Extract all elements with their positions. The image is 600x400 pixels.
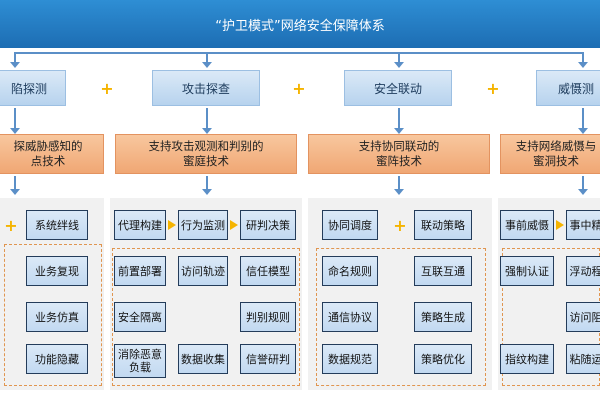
node-front-deployment: 前置部署 (114, 256, 166, 286)
right-arrow-icon (230, 220, 238, 230)
plus-icon: + (4, 215, 18, 235)
down-arrow-icon (10, 62, 20, 68)
node-eliminate-payload: 消除恶意 负载 (114, 344, 166, 378)
node-trust-model: 信任模型 (240, 256, 296, 286)
down-arrow-icon (394, 62, 404, 68)
node-sticky-tracking: 粘随运 (566, 344, 600, 374)
page-title: “护卫模式”网络安全保障体系 (215, 18, 385, 34)
node-business-simulation: 业务仿真 (26, 302, 88, 332)
arrow-shaft (582, 52, 584, 62)
plus-icon: + (486, 78, 500, 98)
node-fingerprint-build: 指纹构建 (500, 344, 554, 374)
down-arrow-icon (578, 128, 588, 134)
arrow-shaft (398, 52, 400, 62)
arrow-shaft (582, 108, 584, 130)
arrow-shaft (582, 176, 584, 190)
right-arrow-icon (556, 220, 564, 230)
node-strategy-generation: 策略生成 (414, 302, 472, 332)
capability-box-security-linkage: 安全联动 (344, 70, 452, 106)
node-function-hiding: 功能隐藏 (26, 344, 88, 374)
node-interconnection: 互联互通 (414, 256, 472, 286)
node-proxy-build: 代理构建 (114, 210, 166, 240)
down-arrow-icon (202, 128, 212, 134)
technique-box-honeypot: 支持攻击观测和判别的 蜜庭技术 (115, 134, 297, 174)
node-in-process-precision: 事中精 (566, 210, 600, 240)
node-linkage-strategy: 联动策略 (414, 210, 472, 240)
arrow-shaft (14, 52, 16, 62)
capability-box-deterrence: 威慑测 (536, 70, 600, 106)
node-judgment-rules: 判别规则 (240, 302, 296, 332)
arrow-shaft (398, 176, 400, 190)
right-arrow-icon (168, 220, 176, 230)
down-arrow-icon (202, 62, 212, 68)
plus-icon: + (100, 78, 114, 98)
down-arrow-icon (10, 128, 20, 134)
node-access-trace: 访问轨迹 (178, 256, 228, 286)
title-banner (0, 0, 600, 48)
plus-icon: + (292, 78, 306, 98)
node-reputation-assessment: 信誉研判 (240, 344, 296, 374)
arrow-shaft (398, 108, 400, 130)
node-judgment-decision: 研判决策 (240, 210, 296, 240)
node-floating-program: 浮动程 (566, 256, 600, 286)
down-arrow-icon (10, 189, 20, 195)
down-arrow-icon (394, 189, 404, 195)
node-pre-deterrence: 事前威慑 (500, 210, 554, 240)
capability-box-deception: 陷探测 (0, 70, 66, 106)
technique-box-perception: 探威胁感知的 点技术 (0, 134, 104, 174)
technique-box-honey-array: 支持协同联动的 蜜阵技术 (308, 134, 490, 174)
plus-icon: + (393, 215, 407, 235)
arrow-shaft (14, 176, 16, 190)
node-naming-rules: 命名规则 (322, 256, 378, 286)
down-arrow-icon (578, 189, 588, 195)
down-arrow-icon (578, 62, 588, 68)
node-mandatory-auth: 强制认证 (500, 256, 554, 286)
arrow-shaft (206, 108, 208, 130)
node-strategy-optimization: 策略优化 (414, 344, 472, 374)
node-data-collection: 数据收集 (178, 344, 228, 374)
down-arrow-icon (394, 128, 404, 134)
node-communication-protocol: 通信协议 (322, 302, 378, 332)
capability-box-attack-probe: 攻击探查 (152, 70, 260, 106)
node-data-specification: 数据规范 (322, 344, 378, 374)
arrow-shaft (206, 52, 208, 62)
dashed-group-col3 (316, 248, 486, 386)
arrow-shaft (206, 176, 208, 190)
banner-connector (15, 52, 583, 54)
dashed-group-col1 (4, 244, 102, 386)
dashed-group-col2 (112, 248, 300, 386)
node-coordinated-scheduling: 协同调度 (322, 210, 378, 240)
node-access-block: 访问阻 (566, 302, 600, 332)
down-arrow-icon (202, 189, 212, 195)
node-behavior-monitor: 行为监测 (178, 210, 228, 240)
arrow-shaft (14, 108, 16, 130)
node-business-replay: 业务复现 (26, 256, 88, 286)
technique-box-deterrence: 支持网络威慑与 蜜洞技术 (500, 134, 600, 174)
node-system-tripwire: 系统绊线 (26, 210, 88, 240)
node-security-isolation: 安全隔离 (114, 302, 166, 332)
